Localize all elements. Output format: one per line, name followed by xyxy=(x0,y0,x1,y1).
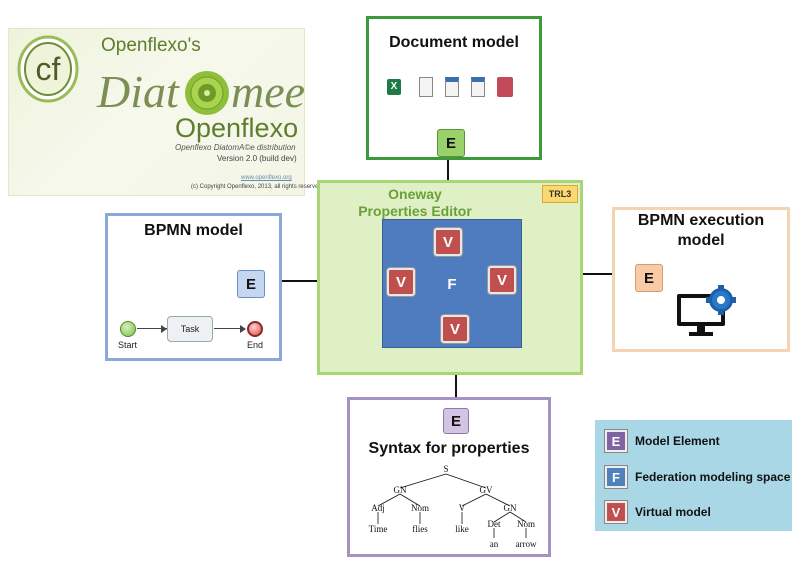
document-model-title: Document model xyxy=(389,34,519,51)
bpmn-model-title: BPMN model xyxy=(144,222,243,239)
flow-arrow-end xyxy=(214,328,244,329)
splash-version: Version 2.0 (build dev) xyxy=(217,154,297,163)
tree-node-gn-left: GN xyxy=(394,485,407,495)
properties-editor-title-line1: Oneway xyxy=(388,186,442,202)
splash-copyright: (c) Copyright Openflexo, 2013, all right… xyxy=(191,184,322,190)
tree-leaf-flies: flies xyxy=(412,524,428,534)
document-model-box: Document model X E xyxy=(366,16,542,160)
tree-node-v: V xyxy=(459,503,466,513)
tree-node-gn-right: GN xyxy=(504,503,517,513)
tree-node-nom-left: Nom xyxy=(411,503,429,513)
tree-leaf-time: Time xyxy=(369,524,388,534)
legend-label-federation: Federation modeling space xyxy=(635,470,791,484)
syntax-element-tag: E xyxy=(443,408,469,434)
syntax-tree-diagram: S GN GV Adj Nom V GN Time flies like Det… xyxy=(369,464,537,549)
bpmn-execution-element-tag: E xyxy=(635,264,663,292)
virtual-model-tag-bottom: V xyxy=(441,315,469,343)
legend-label-virtual-model: Virtual model xyxy=(635,505,711,519)
end-event-label: End xyxy=(247,340,264,350)
tree-leaf-an: an xyxy=(490,539,499,549)
splash-url: www.openflexo.org xyxy=(241,175,292,181)
tree-node-adj: Adj xyxy=(371,503,385,513)
bpmn-execution-box: BPMN execution model E xyxy=(612,207,790,352)
syntax-title: Syntax for properties xyxy=(368,440,530,457)
diatom-icon xyxy=(185,71,229,115)
openflexo-logo-icon: cf xyxy=(17,35,79,103)
bpmn-execution-title-line2: model xyxy=(677,232,725,249)
database-file-icon xyxy=(497,77,513,97)
excel-file-icon: X xyxy=(387,79,401,95)
arrowhead-icon xyxy=(161,325,167,333)
bpmn-execution-title-line1: BPMN execution xyxy=(637,212,765,229)
legend-label-model-element: Model Element xyxy=(635,434,720,448)
legend-key-e: E xyxy=(605,430,627,452)
virtual-model-tag-right: V xyxy=(488,266,516,294)
splash-brand-top: Openflexo's xyxy=(101,35,201,56)
image-file-icon xyxy=(419,77,433,97)
start-event-icon xyxy=(120,321,136,337)
splash-product-name-right: mee xyxy=(231,66,306,117)
syntax-box: E Syntax for properties S GN GV Adj Nom … xyxy=(347,397,551,557)
properties-editor-title-line2: Properties Editor xyxy=(358,203,472,219)
arrowhead-icon xyxy=(240,325,246,333)
tree-node-root: S xyxy=(443,464,448,474)
flow-arrow-start xyxy=(137,328,167,329)
virtual-model-tag-left: V xyxy=(387,268,415,296)
tree-node-nom-right: Nom xyxy=(517,519,535,529)
splash-product-name-left: Diat xyxy=(97,66,179,117)
splash-brand-bottom: Openflexo xyxy=(175,113,299,143)
end-event-icon xyxy=(247,321,263,337)
legend-key-f: F xyxy=(605,466,627,488)
legend-key-v: V xyxy=(605,501,627,523)
legend-item-model-element: E Model Element xyxy=(605,430,720,452)
bpmn-model-box: BPMN model E Start Task End xyxy=(105,213,282,361)
tree-node-gv: GV xyxy=(480,485,493,495)
legend-panel: E Model Element F Federation modeling sp… xyxy=(595,420,792,531)
monitor-gear-icon xyxy=(677,285,736,336)
odf-drawing-file-icon xyxy=(471,77,485,97)
legend-item-virtual-model: V Virtual model xyxy=(605,501,711,523)
tree-node-det: Det xyxy=(488,519,501,529)
bpmn-model-element-tag: E xyxy=(237,270,265,298)
start-event-label: Start xyxy=(118,340,138,350)
odf-chart-file-icon xyxy=(445,77,459,97)
federation-label: F xyxy=(447,276,457,293)
task-activity: Task xyxy=(167,316,213,342)
openflexo-splash-image: cf Openflexo's Diat mee Openflexo Openfl… xyxy=(8,28,322,196)
legend-item-federation: F Federation modeling space xyxy=(605,466,790,488)
trl-badge: TRL3 xyxy=(542,185,578,203)
document-model-element-tag: E xyxy=(437,129,465,157)
splash-distribution: Openflexo DiatomA©e distribution xyxy=(175,143,296,152)
virtual-model-tag-top: V xyxy=(434,228,462,256)
tree-leaf-arrow: arrow xyxy=(516,539,537,549)
svg-text:cf: cf xyxy=(36,51,61,87)
tree-leaf-like: like xyxy=(455,524,469,534)
